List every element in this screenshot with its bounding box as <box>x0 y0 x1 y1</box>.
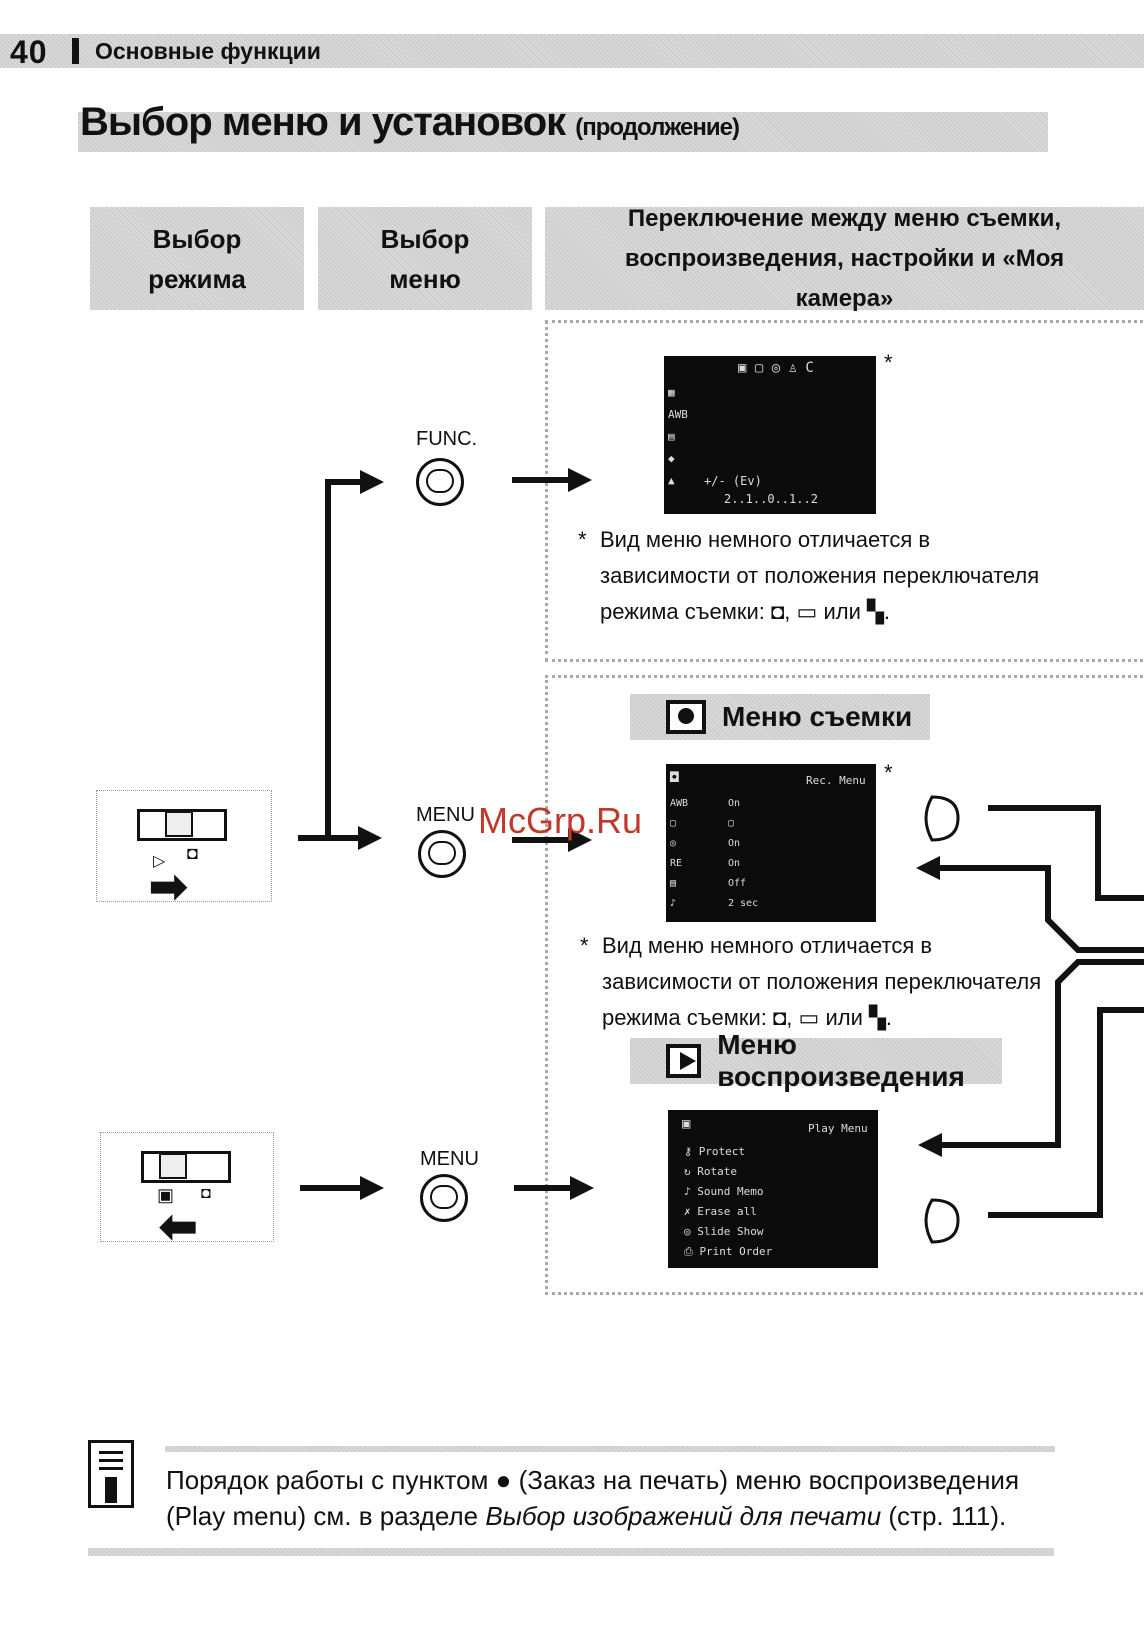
arrow-left-icon: ⬅ <box>159 1200 198 1252</box>
watermark: McGrp.Ru <box>478 800 643 841</box>
camera-icon: ◘ <box>670 770 679 786</box>
camera-icon: ◘ <box>187 843 198 863</box>
play-menu-item: ↻ Rotate <box>684 1165 737 1178</box>
section-title: Основные функции <box>95 38 321 64</box>
menu-button-label-2: MENU <box>420 1148 479 1170</box>
play-icon: ▣ <box>682 1116 691 1132</box>
menu-button[interactable] <box>418 830 466 878</box>
dial-down-icon <box>924 1198 960 1244</box>
arrow-back-play <box>918 959 1144 1157</box>
exposure-scale: 2..1..0..1..2 <box>724 492 818 506</box>
mode-switch-playback: ▣ ◘ ⬅ <box>100 1132 274 1252</box>
arrow-to-func <box>325 470 384 838</box>
footer-rule-top <box>165 1446 1055 1452</box>
footer-note: Порядок работы с пунктом ● (Заказ на печ… <box>166 1465 1020 1531</box>
section-divider <box>72 38 79 64</box>
func-top-icons: ▣ ▢ ◎ ♙ C <box>738 360 814 376</box>
page-number: 40 <box>10 34 48 70</box>
play-menu-header: Play Menu <box>808 1122 868 1135</box>
rec-menu-icons: AWB ▢ ◎ RE ▤ ♪ <box>670 798 689 909</box>
page-title: Выбор меню и установок (продолжение) <box>80 100 740 145</box>
footer-rule-bottom <box>88 1548 1054 1556</box>
column-header-mode: Выбор режима <box>90 207 304 310</box>
column-header-menu: Выбор меню <box>318 207 532 310</box>
mode-switch-shooting: ◘ ▷ ➡ <box>96 790 272 912</box>
menu-region <box>545 675 1144 1295</box>
right-line-up <box>988 805 1144 901</box>
title-background <box>78 112 1048 152</box>
memo-icon <box>88 1440 134 1508</box>
play-menu-item: ◎ Slide Show <box>684 1225 764 1238</box>
exposure-label: +/- (Ev) <box>704 474 762 488</box>
print-order-icon: ● <box>495 1465 512 1495</box>
func-button-label: FUNC. <box>416 428 478 450</box>
dial-up-icon <box>924 795 960 842</box>
play-menu-item: ♪ Sound Memo <box>684 1185 764 1198</box>
right-line-down <box>988 1007 1144 1218</box>
play-icon <box>666 1044 702 1078</box>
stitch-icon: ▭ <box>796 599 818 624</box>
play-menu-label: Меню воспроизведения <box>630 1029 1002 1092</box>
note-asterisk: * <box>578 527 587 552</box>
stitch-icon: ▭ <box>798 1005 820 1030</box>
play-menu-screen: ▣ Play Menu ⚷ Protect ↻ Rotate ♪ Sound M… <box>668 1110 878 1268</box>
play-menu-item: ⚷ Protect <box>684 1145 746 1158</box>
note-text-1: Вид меню немного отличается в зависимост… <box>600 527 1040 624</box>
movie-icon: ▚ <box>866 599 884 624</box>
asterisk: * <box>884 350 893 375</box>
play-menu-list: ⚷ Protect ↻ Rotate ♪ Sound Memo ✗ Erase … <box>684 1142 772 1262</box>
column-header-switch: Переключение между меню съемки, воспроиз… <box>545 205 1144 312</box>
play-small-icon: ▷ <box>153 853 166 870</box>
rec-menu-values: On ▢ On On Off 2 sec <box>728 798 759 909</box>
asterisk: * <box>884 760 893 785</box>
camera-small-icon: ◘ <box>201 1185 211 1202</box>
play-menu-item: ⎙ Print Order <box>684 1245 773 1258</box>
rec-menu-header: Rec. Menu <box>806 774 866 787</box>
func-menu-screen: ▣ ▢ ◎ ♙ C ▦ AWB ▤ ◆ ▲ +/- (Ev) 2..1..0..… <box>664 356 876 514</box>
camera-icon: ◘ <box>770 599 785 624</box>
rec-menu-screen: ◘ Rec. Menu AWB ▢ ◎ RE ▤ ♪ On ▢ On On Of… <box>666 764 876 922</box>
menu-button-2[interactable] <box>420 1174 468 1222</box>
func-button[interactable] <box>416 458 464 506</box>
camera-icon: ◘ <box>772 1005 787 1030</box>
menu-button-label: MENU <box>416 804 475 826</box>
func-menu-region <box>545 320 1144 662</box>
note-asterisk-2: * <box>580 933 589 958</box>
page-title-main: Выбор меню и установок <box>80 100 566 144</box>
func-side-icons: ▦ AWB ▤ ◆ ▲ <box>668 386 688 487</box>
page-title-suffix: (продолжение) <box>575 114 740 141</box>
note-text-2: Вид меню немного отличается в зависимост… <box>602 933 1042 1030</box>
movie-icon: ▚ <box>868 1005 886 1030</box>
rec-menu-label: Меню съемки <box>630 694 930 740</box>
play-small-icon: ▣ <box>157 1185 175 1205</box>
header-strip <box>0 34 1144 68</box>
play-menu-item: ✗ Erase all <box>684 1205 757 1218</box>
arrow-right-icon: ➡ <box>149 860 188 912</box>
camera-icon <box>666 700 706 734</box>
arrow-back-rec <box>916 856 1144 953</box>
